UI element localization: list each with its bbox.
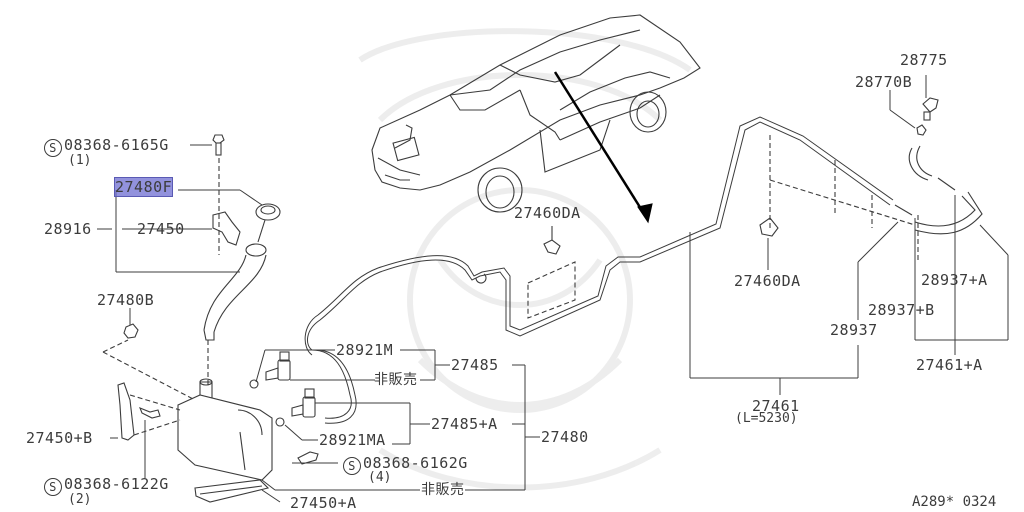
part-27460DA-right-label[interactable]: 27460DA [734,272,801,290]
standard-part-symbol: S [343,457,361,475]
washer-hose-main [304,116,894,424]
direction-arrow [553,71,653,224]
part-27480B-label[interactable]: 27480B [97,291,155,309]
part-28937A-label[interactable]: 28937+A [921,271,988,289]
figure-code: A289* 0324 [912,494,997,510]
part-27450-label[interactable]: 27450 [137,220,185,238]
part-28775-label[interactable]: 28775 [900,51,948,69]
washer-tank-drawing [177,378,273,481]
part-27461-length: (L=5230) [735,411,798,426]
bolt-top-qty: (1) [68,153,92,168]
bolt-top-drawing [212,134,225,255]
bolt-left-qty: (2) [68,492,92,507]
part-27485-label[interactable]: 27485 [451,356,499,374]
part-27450B-label[interactable]: 27450+B [26,429,93,447]
pump-upper-drawing [249,351,291,389]
car-illustration [371,14,701,213]
selected-part-highlight: 27480F [113,177,174,197]
pump-lower-drawing [275,388,316,427]
bolt-left-part-number: 08368-6122G [64,475,169,493]
part-27485A-label[interactable]: 27485+A [431,415,498,433]
part-28770B-label[interactable]: 28770B [855,73,913,91]
part-28921M-label[interactable]: 28921M [336,341,394,359]
not-sold-label-2: 非販売 [421,482,465,498]
standard-part-symbol: S [44,478,62,496]
part-27480-label[interactable]: 27480 [541,428,589,446]
watermark-logo [358,28,692,491]
bolt-center-part-number: 08368-6162G [363,454,468,472]
leader-lines [97,75,1009,503]
standard-part-symbol: S [44,139,62,157]
part-28937B-label[interactable]: 28937+B [868,301,935,319]
not-sold-label-1: 非販売 [374,372,418,388]
part-27460DA-center-label[interactable]: 27460DA [514,204,581,222]
part-27450A-label[interactable]: 27450+A [290,494,357,512]
bolt-top-part-number: 08368-6165G [64,136,169,154]
part-28916-label[interactable]: 28916 [44,220,92,238]
part-27461-label[interactable]: 27461 [752,397,800,415]
part-28937-label[interactable]: 28937 [830,321,878,339]
part-27461A-label[interactable]: 27461+A [916,356,983,374]
part-28921MA-label[interactable]: 28921MA [319,431,386,449]
bolt-center-qty: (4) [368,470,392,485]
part-27480F-label[interactable]: 27480F [113,177,174,197]
